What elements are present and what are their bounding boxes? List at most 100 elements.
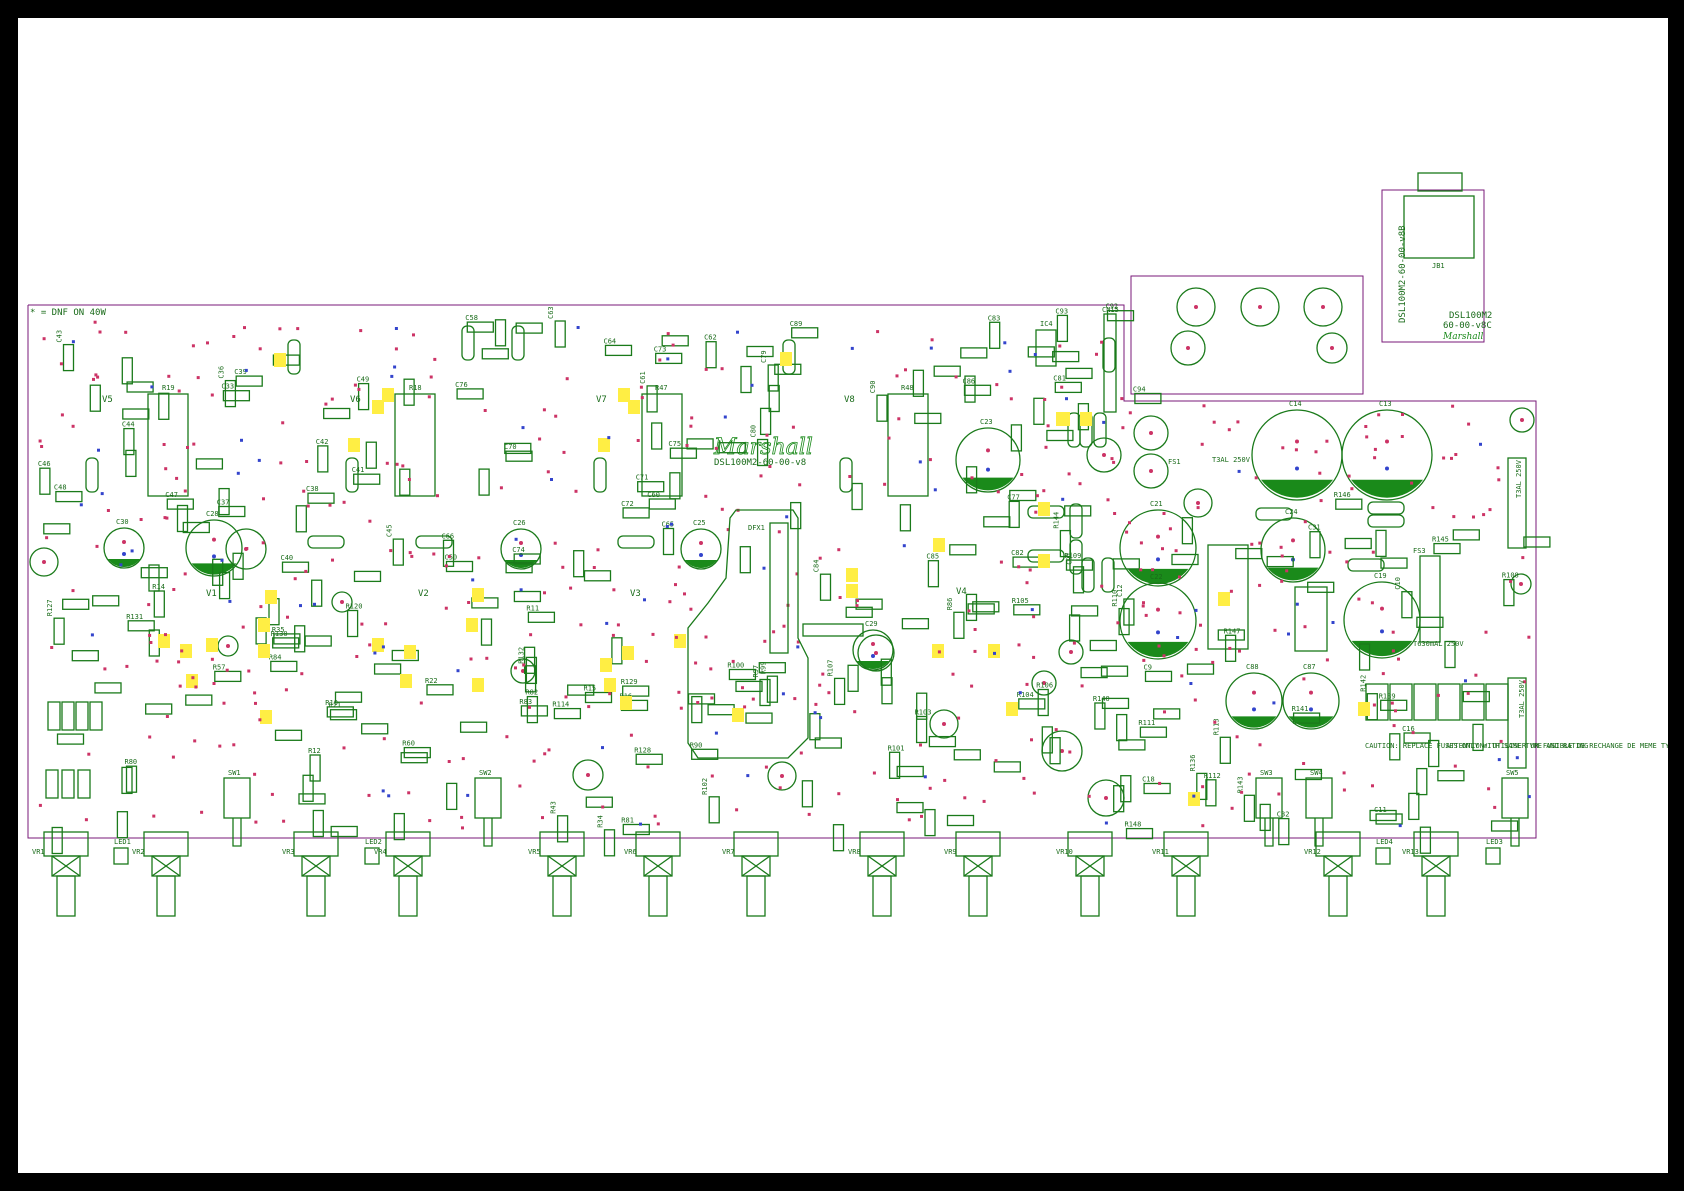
- pad: [395, 462, 399, 466]
- component-label: C40: [281, 554, 294, 562]
- component-outline: [494, 319, 507, 347]
- component-outline: [916, 692, 928, 720]
- pad: [1325, 658, 1329, 662]
- pad: [1032, 655, 1036, 659]
- pad: [106, 509, 110, 512]
- pad: [562, 450, 566, 454]
- pad: [514, 537, 518, 541]
- small-capacitor-22: [331, 591, 353, 613]
- pad: [1060, 385, 1064, 389]
- pad: [541, 816, 544, 820]
- small-components: R21R22R14R16R12R10R11R34R35R120R127R130R…: [38, 172, 1551, 857]
- component-outline: [1408, 792, 1420, 821]
- component-label: R84: [269, 653, 282, 661]
- highlight-pad-39: [732, 708, 744, 722]
- component-outline: [1490, 820, 1519, 832]
- pad: [1357, 597, 1361, 601]
- pad: [299, 604, 302, 608]
- capacitor-pad: [1291, 538, 1295, 543]
- component-outline: [71, 650, 99, 662]
- component-outline: [927, 560, 940, 588]
- pot-shaft-8: [872, 875, 892, 917]
- component-outline: [273, 633, 301, 645]
- pad: [1125, 530, 1129, 534]
- pad: [1151, 568, 1155, 572]
- horizontal-resistor-5: [1347, 558, 1385, 572]
- pad: [477, 556, 481, 560]
- capacitor-polarity-c28: [191, 563, 237, 575]
- small-capacitor-2: [1133, 415, 1169, 451]
- pad: [59, 362, 63, 366]
- pad: [148, 633, 152, 637]
- pad: [1254, 476, 1258, 480]
- highlight-pad-27: [600, 658, 612, 672]
- component-label: C32: [1277, 811, 1290, 819]
- tube-v3: V3: [630, 589, 641, 599]
- pad: [1199, 623, 1202, 627]
- pad: [798, 483, 802, 487]
- pad: [92, 377, 95, 381]
- component-outline: [1181, 517, 1194, 545]
- pad: [1116, 621, 1120, 625]
- block-c20: [1294, 586, 1328, 652]
- pad: [360, 622, 364, 626]
- component-label: R129: [621, 678, 638, 686]
- pad: [1072, 641, 1076, 645]
- pad: [38, 803, 42, 807]
- label-fs2-rating: T3AL 250V: [1518, 679, 1526, 718]
- component-label: R108: [1502, 572, 1519, 580]
- pad: [90, 633, 94, 637]
- pad: [689, 607, 693, 611]
- component-outline: [790, 501, 802, 530]
- small-capacitor-10: [929, 709, 959, 739]
- sub-pcb-c-id-1: DSL100M2: [1449, 311, 1492, 321]
- led-led2: [364, 847, 380, 865]
- highlight-pad-38: [1358, 702, 1370, 716]
- label-sw5: SW5: [1506, 769, 1519, 777]
- component-outline: [705, 341, 717, 369]
- pad: [1227, 428, 1231, 432]
- pad: [1003, 341, 1007, 345]
- pad: [357, 387, 361, 391]
- small-capacitor-17: [1303, 287, 1343, 327]
- switch-sw4: [1305, 777, 1333, 819]
- capacitor-pad: [699, 553, 703, 557]
- component-outline: [326, 706, 354, 718]
- component-label: R103: [915, 709, 932, 717]
- capacitor-c29: [852, 629, 894, 671]
- component-label: R110: [1111, 590, 1119, 607]
- pad: [196, 376, 200, 380]
- pad: [1474, 673, 1478, 677]
- output-jack-jb1: [1403, 195, 1475, 259]
- pad: [709, 667, 713, 671]
- component-outline: [728, 668, 757, 681]
- component-label: C64: [604, 337, 617, 345]
- pad: [1347, 474, 1351, 478]
- highlight-pad-40: [186, 674, 198, 688]
- pad: [236, 471, 240, 475]
- pad: [735, 808, 739, 812]
- small-capacitor-23: [29, 547, 59, 577]
- pad: [1158, 781, 1162, 785]
- pad: [1400, 435, 1404, 438]
- pad: [330, 397, 334, 401]
- component-label: C48: [54, 484, 67, 492]
- component-outline: [766, 675, 779, 703]
- capacitor-pad: [699, 541, 703, 545]
- capacitor-polarity-c23: [962, 477, 1014, 491]
- component-label: R102: [701, 778, 709, 795]
- pad: [1067, 472, 1071, 476]
- pad: [918, 460, 922, 464]
- capacitor-pad: [1385, 439, 1389, 444]
- pad: [1213, 720, 1217, 724]
- component-label: R148: [1125, 821, 1142, 829]
- pad: [887, 436, 891, 440]
- component-label: R101: [888, 744, 905, 752]
- component-outline: [1307, 581, 1335, 593]
- pad: [175, 476, 179, 480]
- small-capacitor-pad: [780, 774, 784, 778]
- pad: [521, 426, 525, 430]
- component-label: R140: [1093, 695, 1110, 703]
- pad: [1008, 369, 1012, 373]
- pad: [444, 606, 448, 610]
